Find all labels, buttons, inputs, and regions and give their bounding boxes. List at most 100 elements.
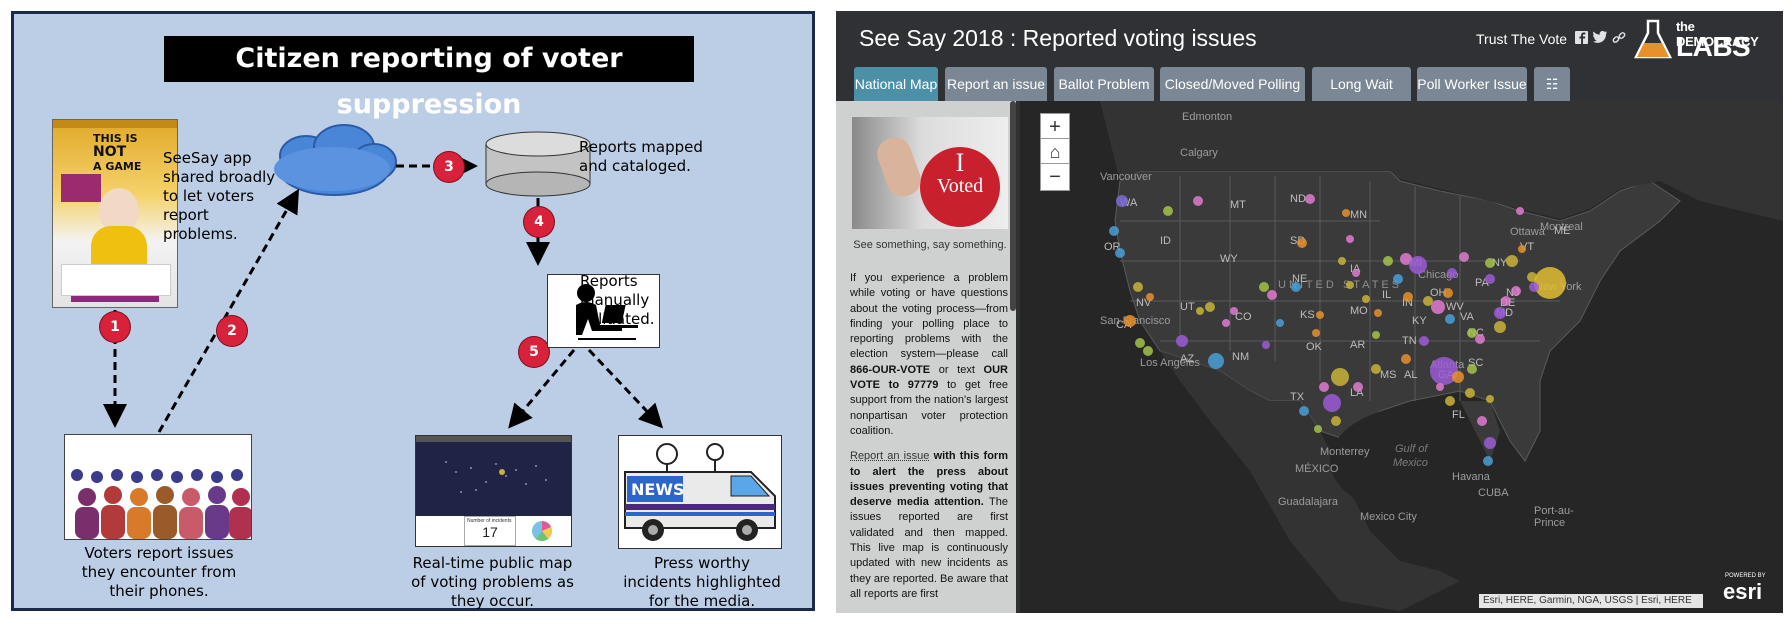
incident-marker[interactable] (1316, 311, 1324, 319)
zoom-in-button[interactable]: + (1040, 113, 1070, 141)
incident-marker[interactable] (1116, 195, 1128, 207)
incident-marker[interactable] (1362, 295, 1370, 303)
incident-marker[interactable] (1501, 296, 1511, 306)
incident-marker[interactable] (1443, 288, 1453, 298)
tab-closed-moved-polling-place[interactable]: Closed/Moved Polling Place (1160, 67, 1305, 126)
incident-marker[interactable] (1314, 425, 1322, 433)
incident-marker[interactable] (1494, 321, 1506, 333)
twitter-icon[interactable] (1593, 31, 1607, 45)
incident-marker[interactable] (1353, 382, 1363, 392)
tab-poll-worker-issue[interactable]: Poll Worker Issue (1417, 67, 1527, 101)
state-label-ky: KY (1412, 315, 1427, 327)
incident-marker[interactable] (1506, 255, 1518, 267)
incident-marker[interactable] (1163, 206, 1173, 216)
incident-marker[interactable] (1338, 257, 1346, 265)
incident-marker[interactable] (1436, 383, 1444, 391)
zoom-out-button[interactable]: − (1040, 163, 1070, 191)
incident-marker[interactable] (1299, 406, 1309, 416)
incident-marker[interactable] (1419, 336, 1429, 346)
incident-marker[interactable] (1477, 416, 1487, 426)
incident-marker[interactable] (1291, 282, 1301, 292)
incident-marker[interactable] (1383, 256, 1393, 266)
incident-marker[interactable] (1527, 272, 1537, 282)
sidebar-scrollbar[interactable] (1010, 101, 1016, 311)
facebook-icon[interactable] (1574, 31, 1588, 45)
incident-marker[interactable] (1109, 226, 1119, 236)
tab-national-map[interactable]: National Map (854, 67, 938, 101)
link-icon[interactable] (1612, 31, 1626, 45)
incident-marker[interactable] (1259, 282, 1269, 292)
incident-marker[interactable] (1452, 371, 1464, 383)
incident-marker[interactable] (1222, 319, 1230, 327)
incident-marker[interactable] (1276, 319, 1284, 327)
incident-marker[interactable] (1143, 346, 1153, 356)
incident-marker[interactable] (1465, 388, 1475, 398)
incident-marker[interactable] (1319, 382, 1329, 392)
incident-marker[interactable] (1135, 338, 1145, 348)
incident-marker[interactable] (1423, 296, 1433, 306)
incident-marker[interactable] (1208, 353, 1224, 369)
national-map[interactable]: + ⌂ − Edmonton Calgary Vancouver Ottawa … (1020, 101, 1783, 613)
incident-marker[interactable] (1409, 256, 1427, 274)
incident-marker[interactable] (1486, 395, 1494, 403)
incident-marker[interactable] (1176, 335, 1188, 347)
incident-marker[interactable] (1331, 368, 1349, 386)
incident-marker[interactable] (1467, 328, 1477, 338)
incident-marker[interactable] (1403, 292, 1413, 302)
incident-marker[interactable] (1196, 307, 1204, 315)
incident-marker[interactable] (1230, 307, 1238, 315)
incident-marker[interactable] (1346, 281, 1354, 289)
incident-marker[interactable] (1516, 207, 1524, 215)
incident-marker[interactable] (1484, 437, 1496, 449)
incident-marker[interactable] (1146, 293, 1154, 301)
trust-the-vote-link[interactable]: Trust The Vote (1476, 31, 1568, 47)
incident-marker[interactable] (1262, 341, 1270, 349)
incident-marker[interactable] (1205, 302, 1215, 312)
incident-marker[interactable] (1447, 268, 1457, 278)
tab-report-an-issue[interactable]: Report an issue (945, 67, 1047, 101)
incident-marker[interactable] (1445, 396, 1455, 406)
state-label-va: VA (1460, 311, 1474, 323)
incident-marker[interactable] (1305, 194, 1315, 204)
incident-marker[interactable] (1312, 329, 1320, 337)
democracy-labs-logo[interactable]: the DEMOCRACY LABS (1633, 17, 1774, 63)
incident-marker[interactable] (1323, 394, 1341, 412)
incident-marker[interactable] (1445, 314, 1455, 324)
incident-marker[interactable] (1431, 300, 1445, 314)
incident-marker[interactable] (1518, 245, 1526, 253)
incident-marker[interactable] (1115, 248, 1125, 258)
label-edmonton: Edmonton (1182, 111, 1233, 123)
incident-marker[interactable] (1393, 274, 1403, 284)
incident-marker[interactable] (1529, 282, 1539, 292)
incident-marker[interactable] (1534, 267, 1566, 299)
incident-marker[interactable] (1133, 282, 1143, 292)
incident-marker[interactable] (1346, 235, 1354, 243)
incident-marker[interactable] (1372, 331, 1380, 339)
list-icon[interactable]: ☷ (1534, 67, 1570, 101)
state-label-tx: TX (1290, 391, 1305, 403)
cloud-icon (274, 124, 397, 196)
sidebar-panel[interactable]: I Voted See something, say something. If… (836, 101, 1016, 613)
incident-marker[interactable] (1467, 364, 1477, 374)
incident-marker[interactable] (1459, 252, 1469, 262)
incident-marker[interactable] (1494, 307, 1506, 319)
home-button[interactable]: ⌂ (1040, 138, 1070, 166)
incident-marker[interactable] (1485, 258, 1495, 268)
tab-ballot-problem[interactable]: Ballot Problem (1054, 67, 1154, 101)
incident-marker[interactable] (1475, 334, 1485, 344)
incident-marker[interactable] (1193, 196, 1203, 206)
incident-marker[interactable] (1483, 456, 1493, 466)
report-an-issue-link[interactable]: Report an issue (850, 450, 930, 463)
tab-long-wait-times[interactable]: Long Wait Times (1312, 67, 1411, 126)
incident-marker[interactable] (1352, 269, 1360, 277)
incident-marker[interactable] (1374, 309, 1382, 317)
incident-marker[interactable] (1267, 290, 1277, 300)
incident-marker[interactable] (1371, 364, 1381, 374)
incident-marker[interactable] (1511, 286, 1521, 296)
incident-marker[interactable] (1331, 416, 1341, 426)
incident-marker[interactable] (1401, 354, 1411, 364)
incident-marker[interactable] (1124, 315, 1136, 327)
incident-marker[interactable] (1297, 238, 1307, 248)
incident-marker[interactable] (1485, 274, 1495, 284)
incident-marker[interactable] (1342, 209, 1350, 217)
